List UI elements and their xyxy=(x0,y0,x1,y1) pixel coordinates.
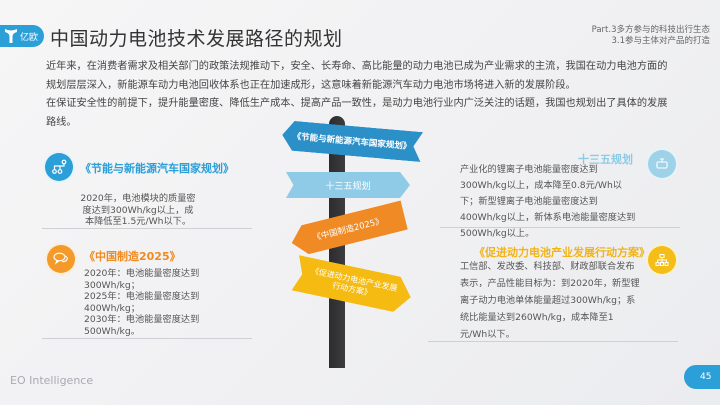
footer-brand: EO Intelligence xyxy=(10,374,94,387)
plan-line: 500Wh/kg。 xyxy=(84,325,140,337)
plan-title-energy-saving: 《节能与新能源汽车国家规划》 xyxy=(80,162,234,175)
page-number: 45 xyxy=(684,365,720,389)
plan-line: 2030年：电池能量密度达到 xyxy=(84,314,200,325)
chat-bubbles-icon xyxy=(47,245,75,273)
signpost-sign-thirteenth-five: 十三五规划 xyxy=(286,172,410,198)
intro-text: 近年来，在消费者需求及相关部门的政策法规推动下，安全、长寿命、高比能量的动力电池… xyxy=(46,58,676,132)
divider xyxy=(428,341,678,342)
section-breadcrumb: Part.3多方参与的科技出行生态 3.1参与主体对产品的打造 xyxy=(592,25,710,47)
plan-line: 300Wh/kg； xyxy=(84,279,140,291)
plan-line: 2020年：电池能量密度达到 xyxy=(84,268,200,279)
plan-line: 2025年：电池能量密度达到 xyxy=(84,291,200,302)
section-label: 3.1参与主体对产品的打造 xyxy=(611,36,710,46)
sign-label: 《中国制造2025》 xyxy=(311,216,385,244)
divider xyxy=(440,227,680,228)
brand-logo: 亿欧 xyxy=(0,25,44,47)
plan-body-thirteenth-five: 产业化的锂离子电池能量密度达到300Wh/kg以上，成本降至0.8元/Wh以下；… xyxy=(460,164,636,239)
plan-title-made-in-china: 《中国制造2025》 xyxy=(84,250,181,263)
plan-body-energy-saving: 2020年，电池模块的质量密度达到300Wh/kg以上，成本降低至1.5元/Wh… xyxy=(80,193,196,227)
plan-body-action-plan: 工信部、发改委、科技部、财政部联合发布表示，产品性能目标为：到2020年，新型锂… xyxy=(460,261,640,340)
intro-paragraph-1: 近年来，在消费者需求及相关部门的政策法规推动下，安全、长寿命、高比能量的动力电池… xyxy=(46,61,668,91)
flowchart-icon xyxy=(45,153,73,181)
sign-label: 《节能与新能源汽车国家规划》 xyxy=(292,131,412,153)
sign-label: 十三五规划 xyxy=(325,181,371,192)
divider xyxy=(42,338,252,339)
plan-title-thirteenth-five: 十三五规划 xyxy=(578,153,633,166)
sign-label: 《促进动力电池产业发展行动方案》 xyxy=(310,266,399,298)
part-label: Part.3多方参与的科技出行生态 xyxy=(591,25,710,35)
intro-paragraph-2: 在保证安全性的前提下，提升能量密度、降低生产成本、提高产品一致性，是动力电池行业… xyxy=(46,98,668,128)
plan-body-made-in-china: 2020年：电池能量密度达到 300Wh/kg； 2025年：电池能量密度达到 … xyxy=(84,268,224,337)
logo-y-icon xyxy=(5,29,17,43)
signpost-sign-made-in-china: 《中国制造2025》 xyxy=(288,200,408,257)
logo-text: 亿欧 xyxy=(20,32,39,43)
signpost-sign-action-plan: 《促进动力电池产业发展行动方案》 xyxy=(292,255,415,315)
plan-line: 400Wh/kg； xyxy=(84,302,140,314)
divider xyxy=(42,228,252,229)
device-icon xyxy=(648,150,676,178)
org-chart-icon xyxy=(648,246,676,274)
plan-title-action-plan: 《促进动力电池产业发展行动方案》 xyxy=(474,246,650,259)
page-title: 中国动力电池技术发展路径的规划 xyxy=(50,28,343,50)
